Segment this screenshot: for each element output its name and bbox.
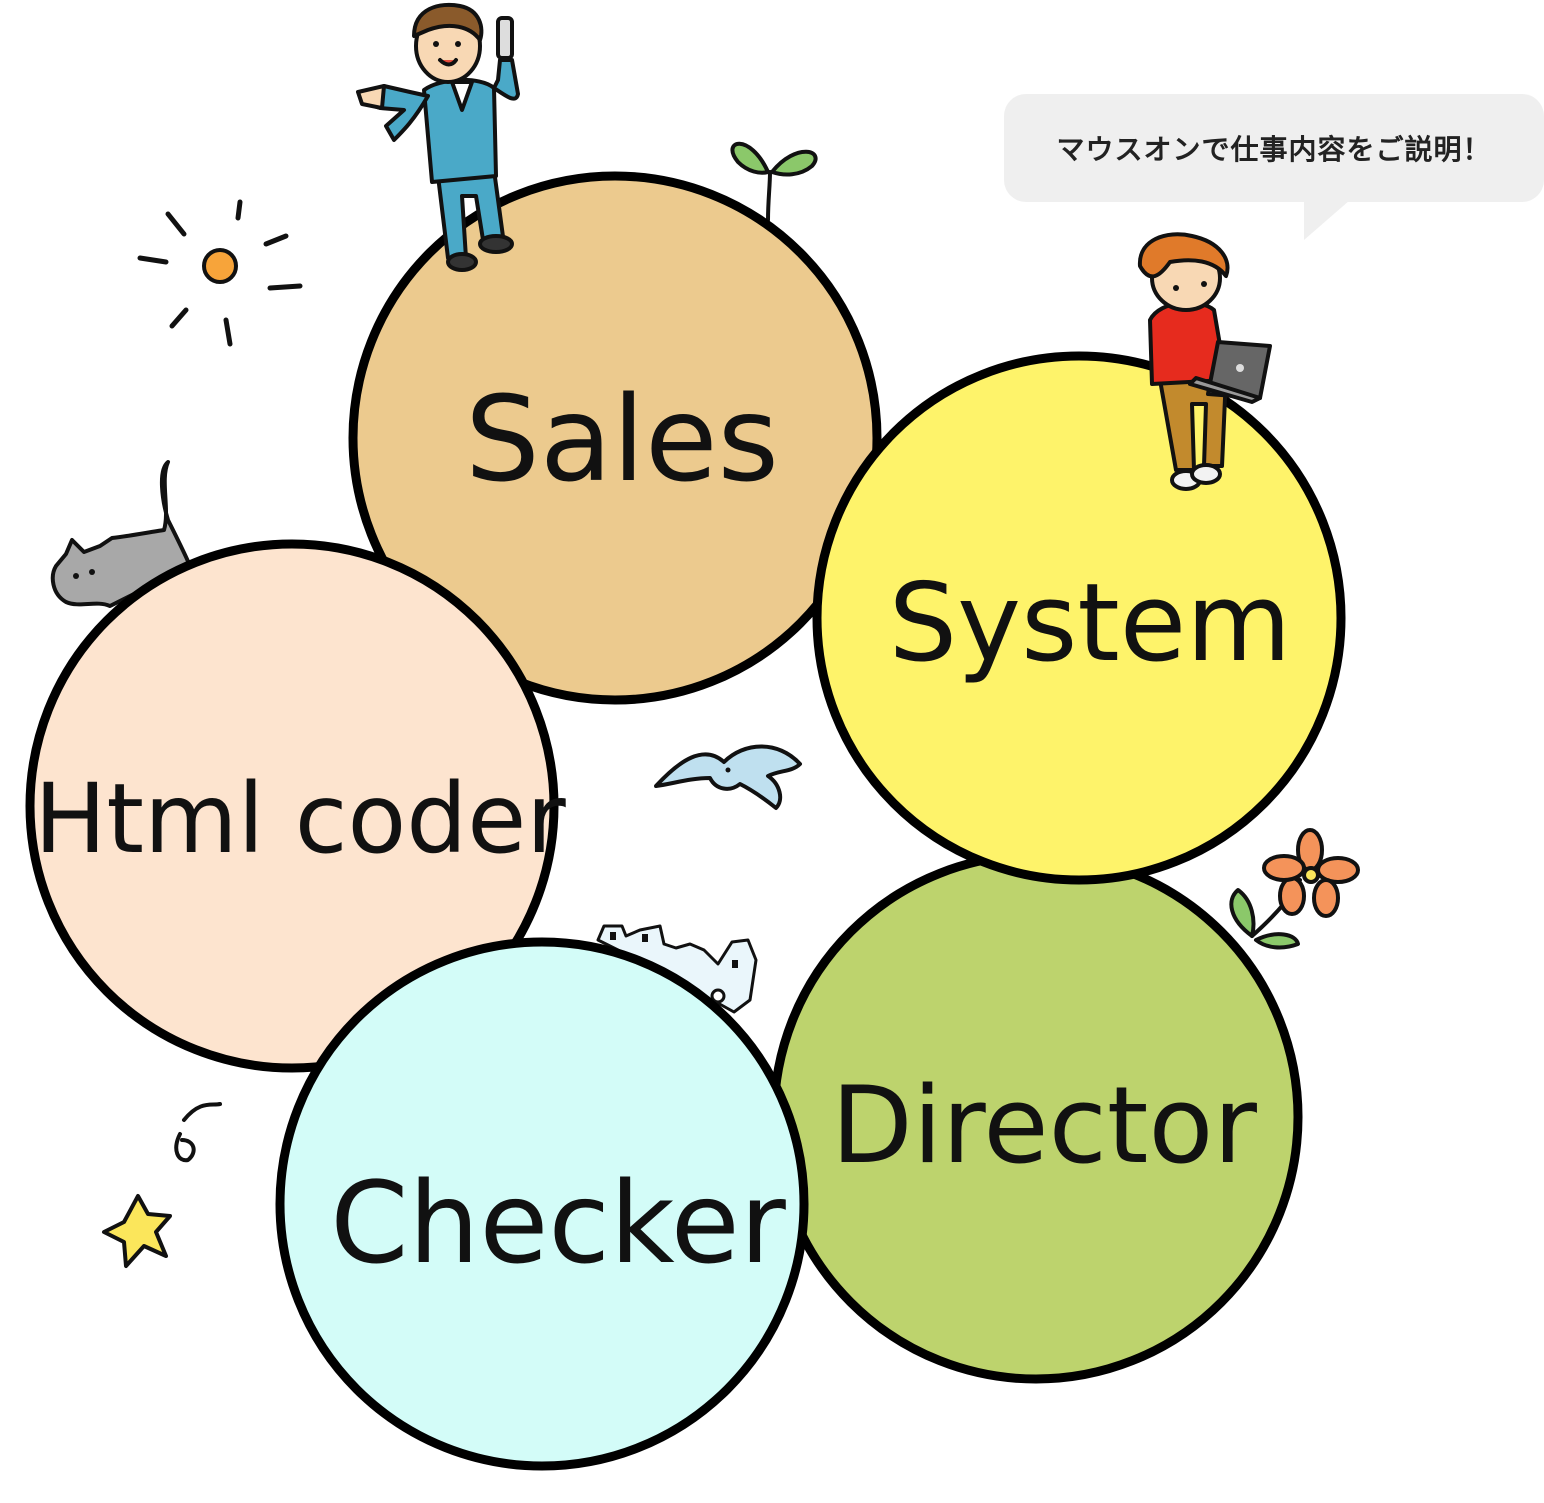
role-circle-html-coder[interactable]: Html coder — [25, 539, 566, 1073]
role-label-system: System — [889, 561, 1292, 686]
cat-icon — [50, 460, 192, 608]
sprout-icon — [730, 141, 818, 222]
flower-icon — [1229, 828, 1360, 950]
role-label-html-coder: Html coder — [34, 763, 566, 875]
role-label-sales: Sales — [465, 370, 779, 508]
hint-bubble-tail — [1304, 200, 1350, 240]
role-circle-system[interactable]: System — [812, 351, 1346, 885]
star-flower-icon — [102, 1102, 222, 1268]
role-label-checker: Checker — [330, 1159, 786, 1289]
role-circle-director[interactable]: Director — [769, 850, 1303, 1384]
role-label-director: Director — [831, 1064, 1257, 1187]
sun-icon — [137, 199, 303, 347]
programmer-icon — [1137, 232, 1272, 491]
bird-icon — [654, 744, 802, 810]
hint-text: マウスオンで仕事内容をご説明！ — [1056, 133, 1492, 166]
businessman-icon — [356, 2, 520, 272]
hint-speech-bubble: マウスオンで仕事内容をご説明！ — [1004, 94, 1544, 202]
role-circle-checker[interactable]: Checker — [275, 937, 809, 1471]
role-circle-sales[interactable]: Sales — [348, 171, 882, 705]
